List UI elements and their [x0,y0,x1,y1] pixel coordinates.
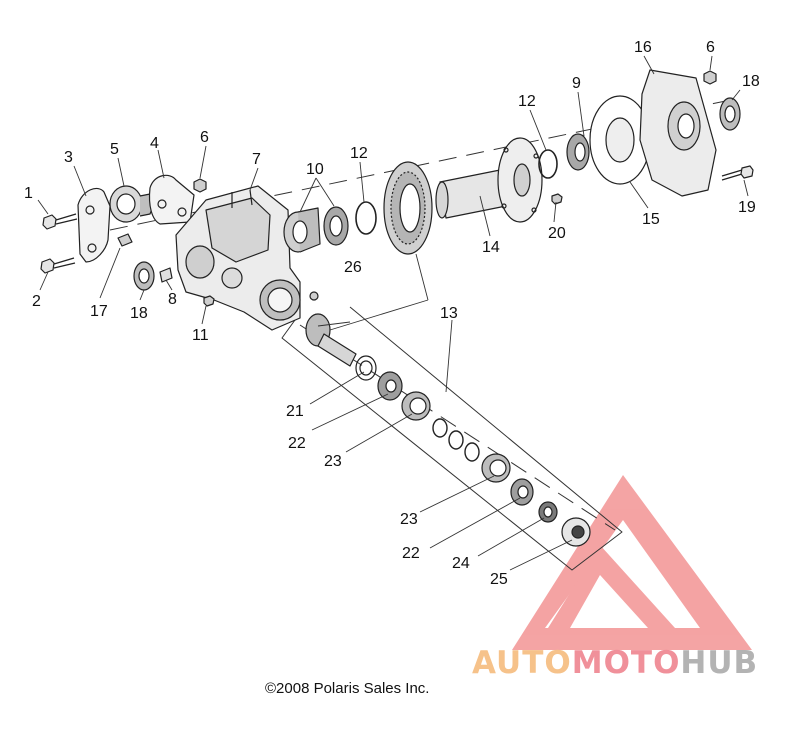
shim-12-right [538,149,558,179]
callout-1: 1 [24,185,33,202]
callout-labels: 1 2 3 4 5 6 6 7 8 9 10 11 12 12 13 14 15… [24,39,760,588]
callout-6-left: 6 [200,129,209,146]
watermark-moto: MOTO [571,645,681,681]
callout-7: 7 [252,151,261,168]
bolt-19 [721,165,754,181]
callout-11: 11 [192,327,209,344]
race-23-upper [401,391,431,421]
gasket-15 [589,95,651,185]
shim-stack [432,418,480,462]
callout-17: 17 [90,303,108,320]
ring-gear-13 [383,161,433,255]
callout-26: 26 [344,259,362,276]
callout-6-right: 6 [706,39,715,56]
callout-13: 13 [440,305,458,322]
seal-18-left [133,261,155,291]
bearing-5 [109,185,155,223]
bearing-22-upper [377,371,403,401]
bearing-race-10 [283,207,321,253]
callout-15: 15 [642,211,660,228]
copyright-notice: ©2008 Polaris Sales Inc. [265,680,430,697]
nut-6-right [703,70,717,85]
bracket-4 [148,174,195,225]
callout-8: 8 [168,291,177,308]
callout-25: 25 [490,571,508,588]
callout-5: 5 [110,141,119,158]
plug-26 [309,291,319,301]
callout-10: 10 [306,161,324,178]
screw-20 [551,193,563,205]
leader-lines [37,55,749,571]
callout-23-lower: 23 [400,511,418,528]
nut-6-left [193,178,207,193]
bearing-22-lower [510,478,534,506]
hub-shaft-14 [435,137,543,223]
seal-25 [561,517,591,547]
bracket-3 [77,187,111,263]
bearing-10 [323,206,349,246]
callout-4: 4 [150,135,159,152]
seal-18-right [719,97,741,131]
washer-21 [355,355,377,381]
race-23-lower [481,453,511,483]
watermark-triangle-icon [512,475,752,650]
callout-3: 3 [64,149,73,166]
callout-24: 24 [452,555,470,572]
callout-2: 2 [32,293,41,310]
callout-23-upper: 23 [324,453,342,470]
callout-12-left: 12 [350,145,368,162]
gearcase-housing-7 [175,185,301,331]
callout-22-lower: 22 [402,545,420,562]
watermark-hub: HUB [680,645,759,681]
callout-9: 9 [572,75,581,92]
callout-21: 21 [286,403,304,420]
callout-18-left: 18 [130,305,148,322]
callout-20: 20 [548,225,566,242]
callout-22-upper: 22 [288,435,306,452]
bushing-17 [117,233,133,247]
callout-14: 14 [482,239,500,256]
watermark-logo-text: AUTOMOTOHUB [472,645,758,681]
nut-24 [538,501,558,523]
block-8 [159,267,173,283]
pinion-shaft [305,313,357,367]
callout-16: 16 [634,39,652,56]
callout-19: 19 [738,199,756,216]
bearing-9 [566,133,590,171]
watermark-auto: AUTO [472,645,572,681]
cover-16 [639,69,717,197]
shim-12-left [355,201,377,235]
screw-11 [203,295,215,307]
bolt-1 [42,213,78,230]
pinion-group-bracket [281,306,623,571]
callout-18-right: 18 [742,73,760,90]
bolt-2 [40,257,76,274]
callout-12-right: 12 [518,93,536,110]
